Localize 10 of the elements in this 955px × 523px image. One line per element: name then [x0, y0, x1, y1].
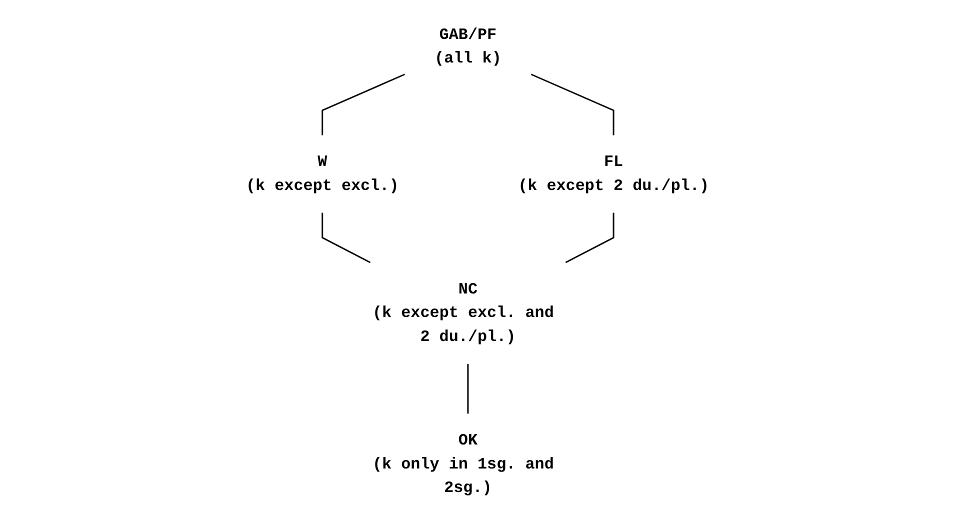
- node-text: W (k except excl.): [246, 153, 399, 195]
- node-text: FL (k except 2 du./pl.): [518, 153, 709, 195]
- connector: [530, 74, 614, 136]
- connector: [322, 74, 405, 136]
- connector: [565, 212, 614, 264]
- connector: [322, 212, 371, 264]
- connector: [467, 364, 469, 414]
- node-text: OK (k only in 1sg. and 2sg.): [372, 432, 554, 498]
- node-text: GAB/PF (all k): [434, 26, 502, 68]
- node-text: NC (k except excl. and 2 du./pl.): [372, 280, 554, 346]
